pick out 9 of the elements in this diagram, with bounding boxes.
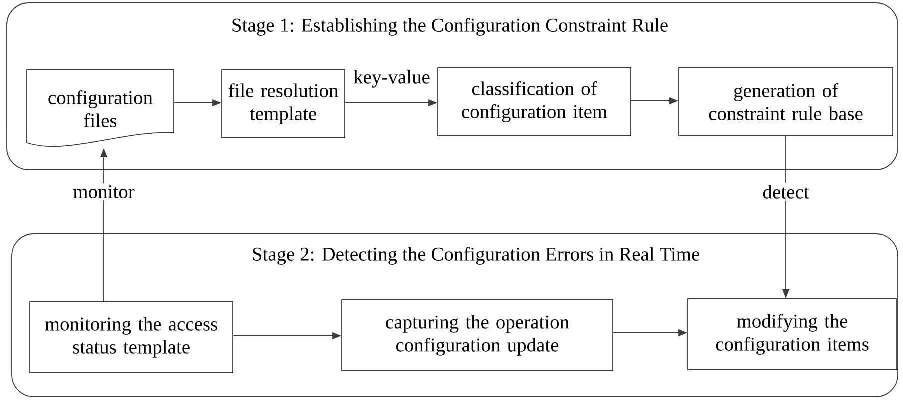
- process-box: capturing the operation configuration update: [342, 300, 614, 372]
- process-box: classification of configuration item: [438, 68, 632, 136]
- edge-label: monitor: [71, 183, 137, 201]
- edge-label: detect: [760, 183, 812, 201]
- edge-label: key-value: [352, 68, 432, 90]
- process-box: file resolution template: [222, 70, 346, 138]
- process-box: monitoring the access status template: [30, 302, 234, 374]
- process-box: generation of constraint rule base: [678, 68, 894, 136]
- process-box: modifying the configuration items: [688, 298, 898, 370]
